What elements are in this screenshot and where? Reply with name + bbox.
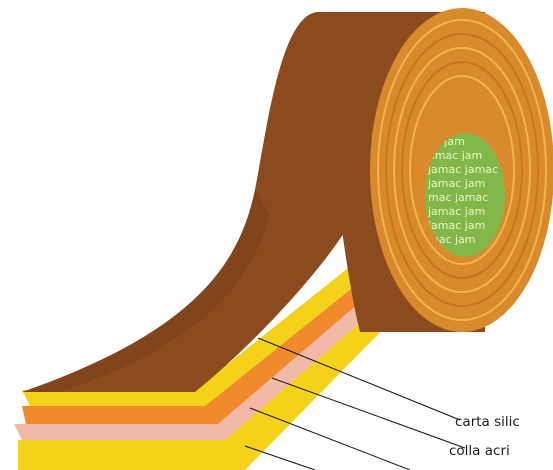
callout-label-liner: carta silic (455, 416, 520, 430)
leader-line-2 (272, 378, 465, 448)
callout-label-adhesive: colla acri (449, 445, 510, 459)
core-logo-text: mac jamac (428, 191, 488, 204)
core-logo-text: jamac jamac (427, 163, 498, 176)
core-logo-text: jamac jam (427, 177, 485, 190)
core-logo-text: jamac jam (427, 205, 485, 218)
core-logo-text: jamac jam (427, 219, 485, 232)
